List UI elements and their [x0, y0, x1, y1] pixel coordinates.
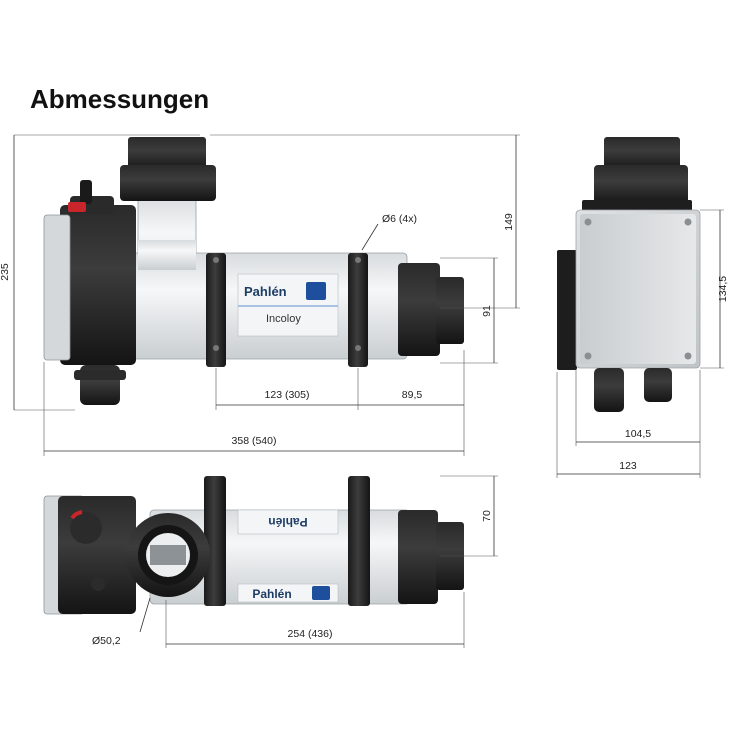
- dim-total-length: 358 (540): [232, 435, 277, 447]
- brand-name: Pahlén: [244, 284, 287, 299]
- brand-name-top: Pahlén: [252, 587, 291, 601]
- brand-logo-top-icon: [312, 586, 330, 600]
- dim-end-length: 89,5: [402, 389, 423, 401]
- front-view: Pahlén Incoloy: [43, 137, 464, 405]
- dim-clamp-spacing: 123 (305): [265, 389, 310, 401]
- top-dimensions: 70 Ø50,2 254 (436): [92, 475, 498, 648]
- brand-material: Incoloy: [266, 313, 301, 325]
- brand-name-top-flipped: Pahlén: [268, 515, 307, 529]
- side-dimensions: 134,5 104,5 123: [556, 209, 729, 478]
- dim-side-width: 123: [619, 460, 637, 472]
- dim-height-total: 235: [0, 263, 11, 281]
- side-view: [557, 137, 701, 412]
- page-title: Abmessungen: [30, 84, 210, 114]
- dim-top-height: 70: [481, 510, 493, 522]
- dim-pipe-diameter: Ø50,2: [92, 635, 121, 647]
- dim-hole-spec: Ø6 (4x): [382, 213, 417, 225]
- dim-height-upper: 149: [503, 213, 515, 231]
- dim-box-width: 104,5: [625, 428, 651, 440]
- dim-box-height: 134,5: [717, 276, 729, 302]
- front-dimensions: 235 149 91 Ø6 (4x) 123 (305) 89,5 358 (5…: [0, 134, 520, 456]
- dim-top-length: 254 (436): [288, 628, 333, 640]
- brand-logo-icon: [306, 282, 326, 300]
- top-view: Pahlén Pahlén: [43, 476, 464, 615]
- dim-height-pipe: 91: [481, 305, 493, 317]
